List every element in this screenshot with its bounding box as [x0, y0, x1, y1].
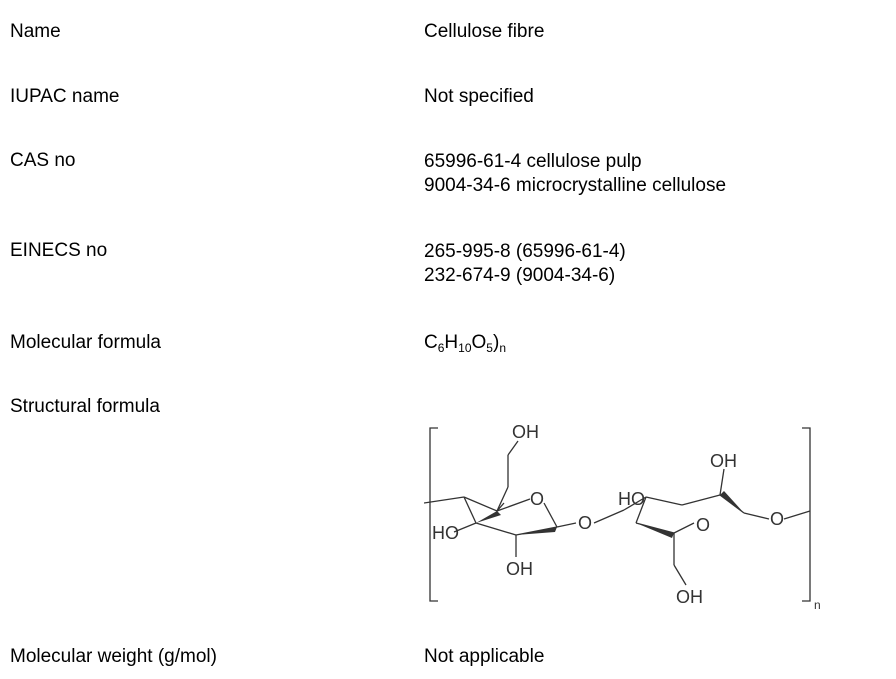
ring2-oh-up — [719, 468, 725, 496]
atom-o-ring1: O — [530, 489, 544, 509]
bracket-subscript-n: n — [814, 598, 821, 612]
formula-h-count: 10 — [458, 341, 472, 355]
formula-o-count: 5 — [486, 341, 493, 355]
ring1-c4-c3 — [463, 496, 477, 524]
cas-no-label: CAS no — [10, 150, 76, 171]
structural-formula-label: Structural formula — [10, 396, 160, 417]
right-bracket — [802, 427, 811, 602]
formula-c: C — [424, 332, 438, 353]
ring2-left — [635, 496, 647, 524]
wedge-ring1-bottom — [516, 527, 557, 535]
ring1-c5-o — [496, 498, 531, 512]
einecs-no-label: EINECS no — [10, 240, 108, 261]
ring1-c5-ch2 — [496, 486, 509, 512]
ring1-c3-c2 — [475, 522, 517, 536]
atom-ho-ring2: HO — [618, 489, 645, 509]
einecs-no-value-2: 232-674-9 (9004-34-6) — [424, 265, 616, 286]
atom-oh-top: OH — [512, 422, 539, 442]
ring2-right-chain — [783, 510, 811, 520]
ring2-top-left — [645, 496, 683, 506]
cellulose-structure-diagram: OH O HO OH O HO OH O O OH n — [424, 422, 821, 612]
ring2-ch2-oh — [673, 564, 687, 586]
left-bracket — [429, 427, 438, 602]
formula-n: n — [499, 341, 506, 355]
molecular-weight-label: Molecular weight (g/mol) — [10, 646, 217, 667]
ring2-right-o — [743, 512, 770, 520]
cas-no-value-1: 65996-61-4 cellulose pulp — [424, 151, 642, 172]
molecular-formula-label: Molecular formula — [10, 332, 161, 353]
ring2-ho-link — [623, 496, 647, 511]
atom-oh-bottom1: OH — [506, 559, 533, 579]
formula-c-count: 6 — [437, 341, 445, 355]
name-label: Name — [10, 21, 61, 42]
cas-no-value-2: 9004-34-6 microcrystalline cellulose — [424, 175, 727, 196]
iupac-name-value: Not specified — [424, 86, 534, 107]
atom-o-ring2: O — [696, 515, 710, 535]
einecs-no-values: 265-995-8 (65996-61-4) 232-674-9 (9004-3… — [424, 240, 626, 288]
iupac-name-label: IUPAC name — [10, 86, 120, 107]
atom-ho-left: HO — [432, 523, 459, 543]
ring2-bottom-mid — [673, 522, 695, 534]
formula-h: H — [444, 332, 459, 353]
formula-paren: ) — [492, 332, 500, 353]
molecular-formula-value: C6H10O5)n — [424, 332, 506, 354]
bond-left-chain — [424, 496, 465, 504]
wedge-ring2-bottom — [636, 523, 674, 538]
ring1-c1-bridge — [556, 522, 577, 528]
ring1-ch2-oh — [507, 440, 519, 456]
molecular-weight-value: Not applicable — [424, 646, 545, 667]
wedge-ring1-top — [476, 511, 501, 523]
wedge-ring2-right — [720, 491, 744, 513]
atom-oh-top2: OH — [710, 451, 737, 471]
bridge-bond — [593, 509, 625, 524]
atom-o-bridge: O — [578, 513, 592, 533]
formula-o: O — [471, 332, 487, 353]
name-value: Cellulose fibre — [424, 21, 545, 42]
ring2-top-mid — [681, 494, 721, 506]
ring1-o-c1 — [543, 502, 558, 528]
ring1-c3-ho — [453, 522, 477, 533]
atom-oh-bottom2: OH — [676, 587, 703, 607]
cas-no-values: 65996-61-4 cellulose pulp 9004-34-6 micr… — [424, 150, 726, 198]
einecs-no-value-1: 265-995-8 (65996-61-4) — [424, 241, 626, 262]
atom-o-right: O — [770, 509, 784, 529]
